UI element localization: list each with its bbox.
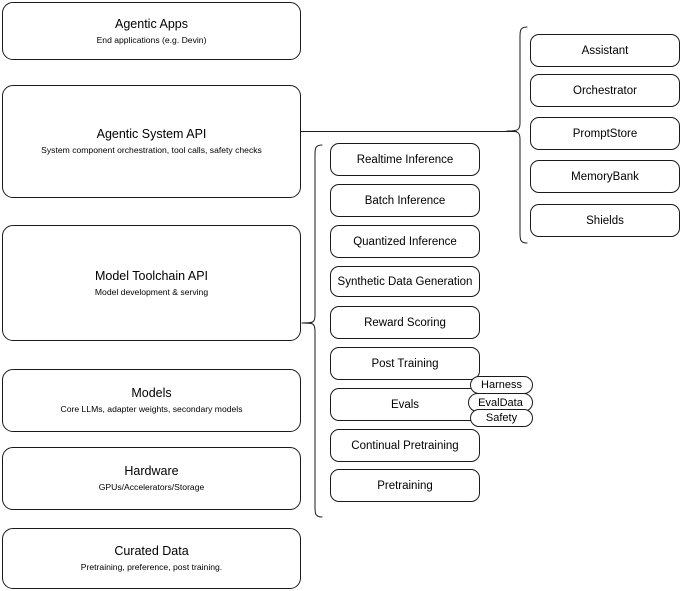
capability-label: Batch Inference (364, 194, 446, 207)
layer-subtitle: End applications (e.g. Devin) (96, 34, 207, 45)
capability-label: Post Training (371, 357, 439, 370)
brace-agentic-system (505, 25, 529, 245)
layer-box-models[interactable]: Models Core LLMs, adapter weights, secon… (2, 369, 301, 432)
component-label: Orchestrator (573, 84, 637, 97)
component-pill-assistant[interactable]: Assistant (530, 34, 680, 67)
eval-tag-harness[interactable]: Harness (470, 376, 533, 394)
component-pill-promptstore[interactable]: PromptStore (530, 117, 680, 150)
component-pill-shields[interactable]: Shields (530, 204, 680, 237)
layer-title: Agentic Apps (115, 16, 188, 31)
capability-pill-quantized-inference[interactable]: Quantized Inference (330, 225, 480, 258)
component-pill-orchestrator[interactable]: Orchestrator (530, 74, 680, 107)
layer-subtitle: System component orchestration, tool cal… (41, 145, 262, 155)
layer-subtitle: Pretraining, preference, post training. (80, 562, 223, 572)
layer-title: Hardware (124, 464, 179, 478)
layer-subtitle: Core LLMs, adapter weights, secondary mo… (60, 404, 243, 414)
layer-box-hardware[interactable]: Hardware GPUs/Accelerators/Storage (2, 447, 301, 510)
capability-pill-realtime-inference[interactable]: Realtime Inference (330, 143, 480, 176)
eval-tag-label: EvalData (478, 396, 523, 409)
capability-label: Evals (390, 398, 420, 411)
layer-title: Curated Data (114, 544, 189, 558)
capability-label: Reward Scoring (364, 316, 446, 329)
layer-title: Agentic System API (96, 127, 207, 141)
capability-label: Quantized Inference (353, 235, 457, 248)
layer-box-curated-data[interactable]: Curated Data Pretraining, preference, po… (2, 528, 301, 589)
eval-tag-label: Harness (481, 379, 522, 391)
layer-box-agentic-system-api[interactable]: Agentic System API System component orch… (2, 85, 301, 198)
component-label: Assistant (581, 44, 629, 57)
connector-line-agentic-system (301, 131, 517, 132)
capability-pill-batch-inference[interactable]: Batch Inference (330, 184, 480, 217)
eval-tag-safety[interactable]: Safety (470, 409, 533, 427)
capability-pill-reward-scoring[interactable]: Reward Scoring (330, 306, 480, 339)
capability-label: Realtime Inference (356, 153, 454, 166)
layer-box-agentic-apps[interactable]: Agentic Apps End applications (e.g. Devi… (2, 2, 301, 60)
eval-tag-label: Safety (485, 412, 518, 424)
component-label: PromptStore (572, 127, 638, 140)
component-label: MemoryBank (571, 170, 639, 183)
capability-pill-post-training[interactable]: Post Training (330, 347, 480, 380)
capability-pill-synthetic-data-generation[interactable]: Synthetic Data Generation (330, 266, 480, 297)
capability-label: Synthetic Data Generation (337, 275, 473, 288)
layer-subtitle: GPUs/Accelerators/Storage (98, 482, 205, 492)
layer-title: Model Toolchain API (94, 268, 209, 283)
component-pill-memorybank[interactable]: MemoryBank (530, 160, 680, 193)
capability-pill-pretraining[interactable]: Pretraining (330, 469, 480, 502)
layer-box-model-toolchain-api[interactable]: Model Toolchain API Model development & … (2, 225, 301, 341)
capability-label: Pretraining (377, 479, 433, 492)
layer-title: Models (131, 386, 172, 400)
layer-subtitle: Model development & serving (94, 286, 209, 297)
capability-label: Continual Pretraining (351, 439, 459, 452)
capability-pill-evals[interactable]: Evals (330, 388, 480, 421)
brace-model-toolchain (300, 143, 324, 519)
capability-pill-continual-pretraining[interactable]: Continual Pretraining (330, 429, 480, 462)
component-label: Shields (586, 214, 624, 227)
